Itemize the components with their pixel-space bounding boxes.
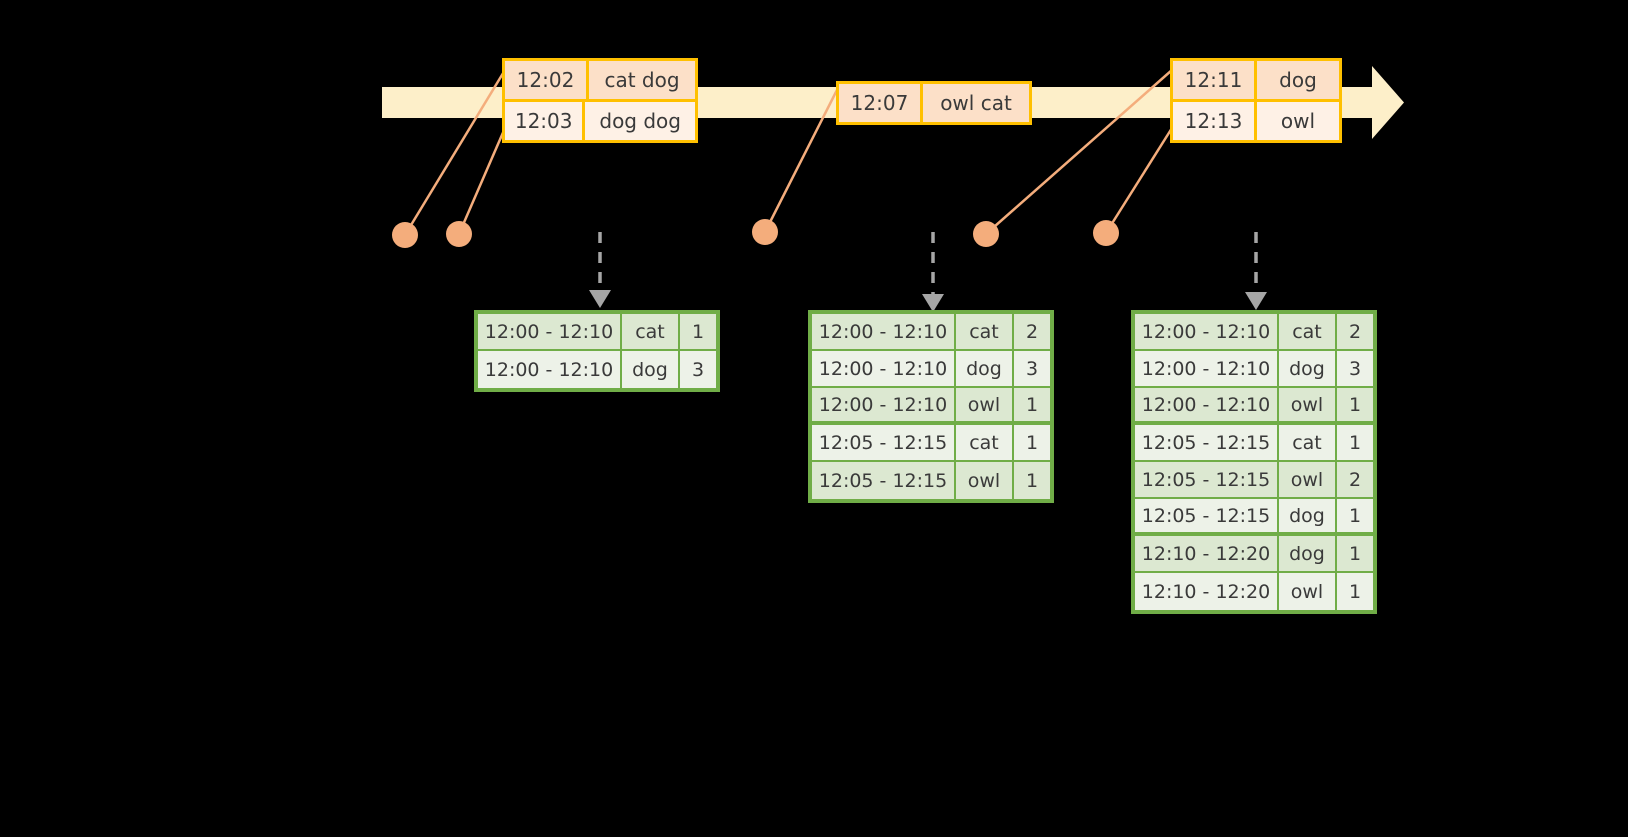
event-text: owl cat (923, 84, 1029, 122)
flow-arrow-1-head (589, 290, 611, 308)
event-row[interactable]: 12:02 cat dog (505, 61, 695, 99)
event-box-2[interactable]: 12:07 owl cat (836, 81, 1032, 125)
window-cell: 12:00 - 12:10 (1135, 388, 1279, 421)
event-row[interactable]: 12:13 owl (1173, 99, 1339, 140)
word-cell: owl (956, 462, 1014, 499)
word-cell: owl (1279, 462, 1337, 497)
word-cell: dog (1279, 536, 1337, 571)
leader-1 (403, 69, 507, 236)
word-cell: dog (1279, 351, 1337, 386)
window-cell: 12:00 - 12:10 (812, 388, 956, 421)
marker-dots (392, 219, 1119, 248)
event-text: cat dog (589, 61, 695, 99)
event-text: dog (1257, 61, 1339, 99)
word-cell: dog (956, 351, 1014, 386)
count-cell: 2 (1337, 314, 1373, 349)
window-cell: 12:00 - 12:10 (1135, 314, 1279, 349)
window-cell: 12:05 - 12:15 (812, 462, 956, 499)
window-cell: 12:00 - 12:10 (478, 351, 622, 388)
window-cell: 12:10 - 12:20 (1135, 573, 1279, 610)
marker-5[interactable] (1093, 220, 1119, 246)
window-cell: 12:05 - 12:15 (1135, 425, 1279, 460)
marker-4[interactable] (973, 221, 999, 247)
count-cell: 1 (1337, 536, 1373, 571)
count-cell: 1 (1014, 462, 1050, 499)
count-cell: 1 (1337, 425, 1373, 460)
count-cell: 1 (1337, 499, 1373, 532)
event-time: 12:03 (505, 102, 586, 140)
event-row[interactable]: 12:11 dog (1173, 61, 1339, 99)
count-cell: 3 (1337, 351, 1373, 386)
count-cell: 1 (1337, 388, 1373, 421)
count-cell: 3 (1014, 351, 1050, 386)
flow-arrows (589, 232, 1267, 312)
marker-1[interactable] (392, 222, 418, 248)
count-cell: 1 (680, 314, 716, 349)
leader-5 (1104, 127, 1174, 234)
event-box-3[interactable]: 12:11 dog 12:13 owl (1170, 58, 1342, 143)
window-cell: 12:00 - 12:10 (1135, 351, 1279, 386)
event-row[interactable]: 12:03 dog dog (505, 99, 695, 140)
window-cell: 12:05 - 12:15 (1135, 499, 1279, 532)
word-cell: cat (1279, 314, 1337, 349)
marker-2[interactable] (446, 221, 472, 247)
leader-2 (457, 127, 507, 235)
window-cell: 12:05 - 12:15 (1135, 462, 1279, 497)
event-row[interactable]: 12:07 owl cat (839, 84, 1029, 122)
word-cell: cat (1279, 425, 1337, 460)
count-cell: 1 (1337, 573, 1373, 610)
word-cell: owl (1279, 573, 1337, 610)
event-text: owl (1257, 102, 1339, 140)
event-text: dog dog (585, 102, 695, 140)
window-cell: 12:00 - 12:10 (812, 314, 956, 349)
event-time: 12:13 (1173, 102, 1257, 140)
window-cell: 12:10 - 12:20 (1135, 536, 1279, 571)
marker-3[interactable] (752, 219, 778, 245)
word-cell: cat (622, 314, 680, 349)
word-cell: owl (1279, 388, 1337, 421)
event-box-1[interactable]: 12:02 cat dog 12:03 dog dog (502, 58, 698, 143)
word-cell: cat (956, 314, 1014, 349)
count-cell: 2 (1014, 314, 1050, 349)
event-time: 12:11 (1173, 61, 1257, 99)
window-cell: 12:00 - 12:10 (478, 314, 622, 349)
word-cell: dog (622, 351, 680, 388)
event-time: 12:02 (505, 61, 589, 99)
word-cell: dog (1279, 499, 1337, 532)
word-cell: owl (956, 388, 1014, 421)
count-cell: 1 (1014, 425, 1050, 460)
event-time: 12:07 (839, 84, 923, 122)
window-cell: 12:00 - 12:10 (812, 351, 956, 386)
window-cell: 12:05 - 12:15 (812, 425, 956, 460)
count-cell: 1 (1014, 388, 1050, 421)
word-cell: cat (956, 425, 1014, 460)
count-cell: 3 (680, 351, 716, 388)
count-cell: 2 (1337, 462, 1373, 497)
flow-arrow-3-head (1245, 292, 1267, 310)
leader-3 (763, 87, 840, 233)
